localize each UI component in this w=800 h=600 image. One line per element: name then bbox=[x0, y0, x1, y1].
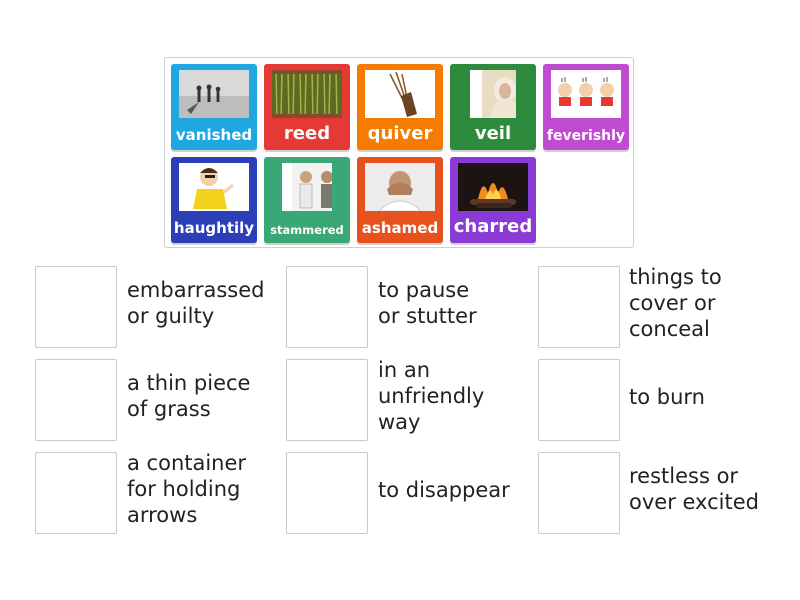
definition-text: a container for holding arrows bbox=[127, 451, 247, 527]
tile-label: reed bbox=[283, 123, 331, 144]
definition-text: things to cover or conceal bbox=[629, 265, 722, 341]
tile-feverishly[interactable]: feverishly bbox=[543, 64, 629, 150]
drop-slot[interactable] bbox=[538, 452, 620, 534]
tile-label: stammered bbox=[270, 223, 344, 237]
tile-label: veil bbox=[474, 123, 512, 144]
walking-people-image bbox=[179, 70, 249, 118]
definition-text: restless or over excited bbox=[629, 464, 759, 514]
drop-slot[interactable] bbox=[286, 266, 368, 348]
tile-charred[interactable]: charred bbox=[450, 157, 536, 243]
tile-label: vanished bbox=[175, 126, 253, 144]
tile-reed[interactable]: reed bbox=[264, 64, 350, 150]
drop-slot[interactable] bbox=[35, 266, 117, 348]
drop-slot[interactable] bbox=[35, 452, 117, 534]
veiled-woman-image bbox=[470, 70, 516, 118]
tile-label: quiver bbox=[367, 123, 433, 144]
definition-text: to burn bbox=[629, 385, 705, 409]
tile-label: charred bbox=[453, 216, 533, 237]
tile-stammered[interactable]: stammered bbox=[264, 157, 350, 243]
drop-slot[interactable] bbox=[286, 359, 368, 441]
tile-ashamed[interactable]: ashamed bbox=[357, 157, 443, 243]
ashamed-man-image bbox=[365, 163, 435, 211]
tile-label: feverishly bbox=[546, 128, 626, 144]
definition-text: in an unfriendly way bbox=[378, 358, 485, 434]
tile-quiver[interactable]: quiver bbox=[357, 64, 443, 150]
definition-text: a thin piece of grass bbox=[127, 371, 251, 421]
drop-slot[interactable] bbox=[35, 359, 117, 441]
tile-label: haughtily bbox=[173, 219, 255, 237]
tile-label: ashamed bbox=[361, 219, 439, 237]
tile-haughtily[interactable]: haughtily bbox=[171, 157, 257, 243]
two-men-talking-image bbox=[282, 163, 332, 211]
arrow-quiver-image bbox=[365, 70, 435, 118]
definition-text: to disappear bbox=[378, 478, 510, 502]
fireplace-logs-image bbox=[458, 163, 528, 211]
tile-vanished[interactable]: vanished bbox=[171, 64, 257, 150]
tile-veil[interactable]: veil bbox=[450, 64, 536, 150]
cartoon-kids-image bbox=[551, 70, 621, 118]
drop-slot[interactable] bbox=[286, 452, 368, 534]
definition-text: embarrassed or guilty bbox=[127, 278, 265, 328]
drop-slot[interactable] bbox=[538, 266, 620, 348]
definition-text: to pause or stutter bbox=[378, 278, 477, 328]
drop-slot[interactable] bbox=[538, 359, 620, 441]
reed-grass-image bbox=[272, 70, 342, 118]
cartoon-man-image bbox=[179, 163, 249, 211]
